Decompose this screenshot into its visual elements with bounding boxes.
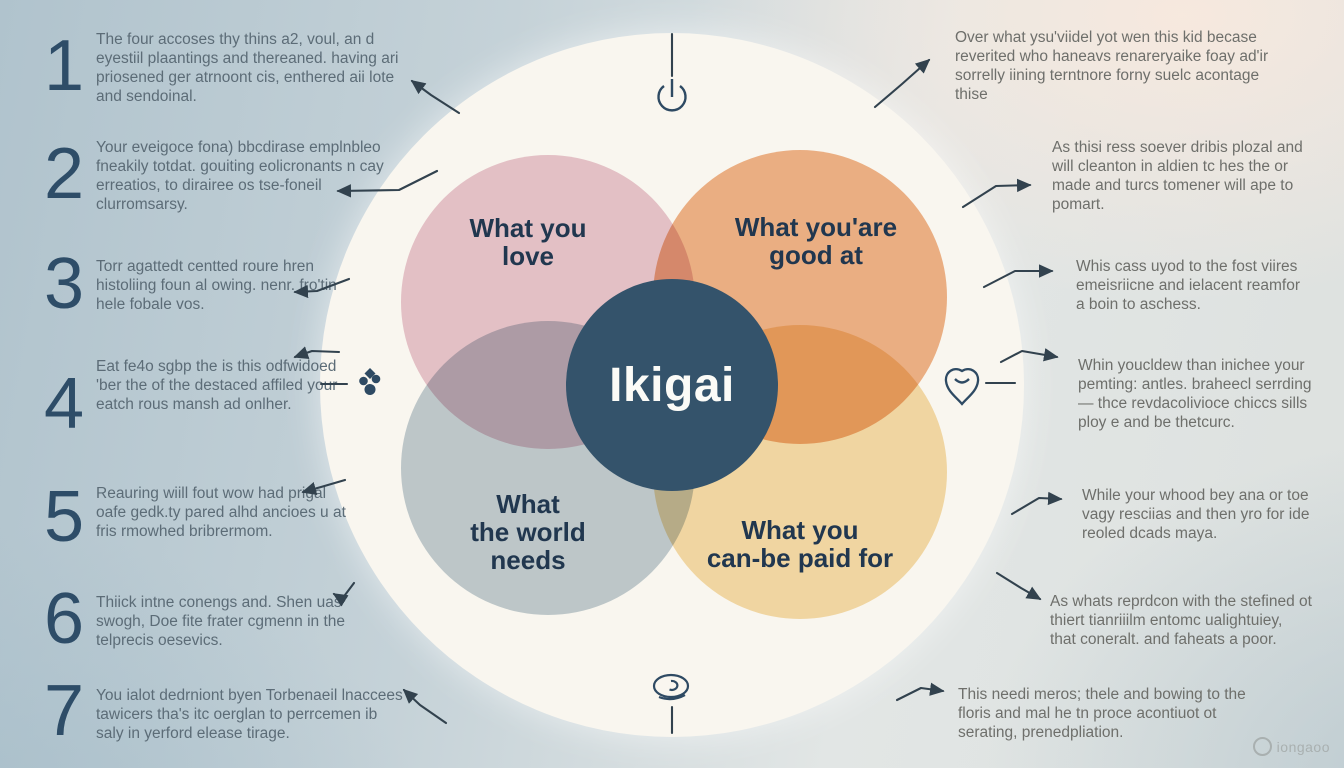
arrow-right-1 <box>873 58 931 109</box>
left-note-4: Eat fe4o sgbp the is this odfwidoed 'ber… <box>96 358 338 413</box>
step-number-7: 7 <box>43 671 85 751</box>
step-number-4: 4 <box>43 364 85 444</box>
step-number-2: 2 <box>43 134 85 214</box>
arrow-right-6 <box>995 571 1042 601</box>
step-number-1: 1 <box>43 26 85 106</box>
step-number-5: 5 <box>43 477 85 557</box>
label-world-needs: What the world needs <box>470 489 586 575</box>
right-note-7: This needi meros; thele and bowing to th… <box>958 686 1246 741</box>
right-note-4: Whin youcldew than inichee your pemting:… <box>1078 357 1312 431</box>
arrow-left-7 <box>402 688 448 725</box>
step-number-3: 3 <box>43 244 85 324</box>
watermark: iongaoo <box>1252 737 1330 756</box>
right-note-6: As whats reprdcon with the stefined ot t… <box>1050 593 1312 648</box>
left-note-1: The four accoses thy thins a2, voul, an … <box>96 31 399 105</box>
left-note-3: Torr agattedt centted roure hren histoli… <box>96 258 337 313</box>
arrow-right-7 <box>895 682 945 702</box>
arrow-right-5 <box>1010 491 1063 516</box>
watermark-logo-icon <box>1252 737 1272 756</box>
right-note-1: Over what ysu'viidel yot wen this kid be… <box>955 29 1269 103</box>
circle-ikigai: Ikigai <box>566 279 778 491</box>
watermark-text: iongaoo <box>1276 738 1330 755</box>
ikigai-title: Ikigai <box>609 358 735 412</box>
right-note-3: Whis cass uyod to the fost viires emeisr… <box>1076 258 1300 313</box>
step-number-6: 6 <box>43 579 85 659</box>
left-note-5: Reauring wiill fout wow had prigal oafe … <box>96 485 346 540</box>
right-note-2: As thisi ress soever dribis plozal and w… <box>1052 139 1303 213</box>
right-note-5: While your whood bey ana or toe vagy res… <box>1082 487 1310 542</box>
left-note-7: You ialot dedrniont byen Torbenaeil lnac… <box>96 687 403 742</box>
label-good-at: What you'are good at <box>734 212 898 270</box>
left-note-2: Your eveigoce fona) bbcdirase emplnbleo … <box>96 139 384 213</box>
label-paid-for: What you can-be paid for <box>706 515 894 573</box>
arrow-left-1 <box>410 79 461 115</box>
label-love: What you love <box>469 213 587 271</box>
left-note-6: Thiick intne conengs and. Shen uas swogh… <box>96 594 345 649</box>
